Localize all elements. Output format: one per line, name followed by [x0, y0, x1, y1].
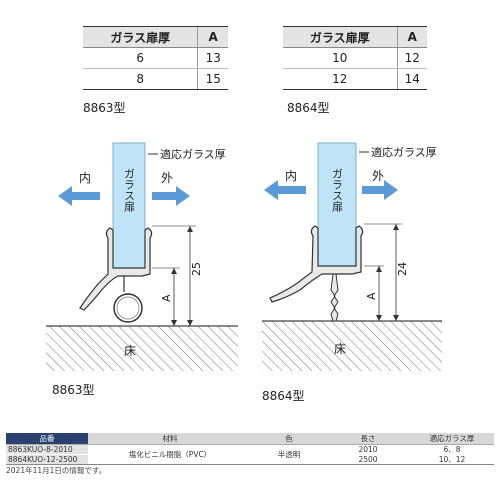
header-length: 長さ — [326, 433, 410, 445]
glass-door — [317, 142, 357, 272]
gasket-profile — [79, 227, 153, 311]
glass-label: ガラス扉 — [331, 168, 344, 213]
arrow-inside — [264, 180, 306, 200]
header-part-number: 品番 — [6, 433, 88, 445]
header-glass-thickness: 適応ガラス厚 — [410, 433, 494, 445]
outside-label: 外 — [372, 169, 384, 183]
gasket-profile — [269, 225, 364, 303]
glass-table-8864: ガラス扉厚 A 10 12 12 14 — [283, 26, 427, 90]
footnote: 2021年11月1日の情報です。 — [6, 466, 107, 475]
floor-hatch — [262, 321, 442, 371]
cell: 12 — [283, 68, 398, 90]
cell: 6 — [83, 47, 198, 69]
arrow-outside — [362, 180, 398, 200]
floor-hatch — [46, 326, 238, 371]
spec-table: 品番 材料 色 長さ 適応ガラス厚 8863KUO-8-2010 塩化ビニル樹脂… — [6, 433, 494, 465]
floor-label: 床 — [334, 342, 346, 356]
header-glass-thickness: ガラス扉厚 — [283, 26, 398, 48]
header-glass-thickness: ガラス扉厚 — [83, 26, 198, 48]
header-color: 色 — [252, 433, 326, 445]
arrow-inside — [58, 186, 100, 206]
arrow-outside — [152, 186, 190, 206]
model-label-8863-top: 8863型 — [83, 101, 126, 115]
dim-total-label: 24 — [396, 262, 409, 276]
glass-thickness: 6、8 — [443, 445, 461, 455]
color: 半透明 — [252, 444, 326, 465]
table-row: 10 12 — [283, 47, 427, 69]
table-row: 8864KUO-12-2500 2500 10、12 — [6, 454, 494, 465]
inside-label: 内 — [285, 169, 297, 183]
glass-door — [112, 142, 146, 274]
cell: 8 — [83, 68, 198, 90]
model-label-8864-top: 8864型 — [287, 101, 330, 115]
glass-thickness: 10、12 — [410, 454, 494, 465]
dim-arrows-a — [376, 266, 382, 321]
header-a: A — [197, 26, 228, 48]
glass-thickness-label: 適応ガラス厚 — [160, 147, 226, 161]
dim-arrows-a — [171, 268, 177, 326]
header-material: 材料 — [88, 433, 252, 445]
cell: 10 — [283, 47, 398, 69]
cell: 15 — [197, 68, 228, 90]
length: 2010 — [358, 445, 378, 455]
part-number: 8863KUO-8-2010 — [6, 444, 88, 455]
diagram-8863: 床 ガラス扉 適応ガラス厚 内 外 25 A — [46, 142, 238, 371]
table-row: 6 13 — [83, 47, 228, 69]
dim-a-label: A — [160, 294, 173, 302]
glass-label: ガラス扉 — [123, 168, 136, 213]
table-row: 12 14 — [283, 68, 427, 90]
part-number: 8864KUO-12-2500 — [6, 454, 88, 465]
cell: 14 — [396, 68, 427, 90]
glass-thickness-label: 適応ガラス厚 — [371, 145, 437, 159]
table-row: 8863KUO-8-2010 塩化ビニル樹脂（PVC） 半透明 2010 6、8 — [6, 444, 494, 465]
dim-a-label: A — [365, 292, 378, 300]
cell: 12 — [396, 47, 427, 69]
table-row: 8 15 — [83, 68, 228, 90]
floor-label: 床 — [124, 344, 136, 358]
diagram-8864: 床 ガラス扉 適応ガラス厚 内 外 24 A — [262, 142, 442, 371]
model-label-8863: 8863型 — [52, 383, 95, 397]
header-a: A — [396, 26, 427, 48]
gasket-bulb — [113, 293, 143, 323]
gasket-diagram: 床 ガラス扉 適応ガラス厚 内 外 25 A 床 ガラス扉 — [46, 142, 442, 371]
outside-label: 外 — [161, 171, 173, 185]
gasket-fin — [330, 273, 339, 322]
model-label-8864: 8864型 — [262, 389, 305, 403]
inside-label: 内 — [79, 171, 91, 185]
material: 塩化ビニル樹脂（PVC） — [88, 444, 252, 465]
gasket-bulb-inner — [116, 296, 140, 320]
cell: 13 — [197, 47, 228, 69]
length: 2500 — [326, 454, 410, 465]
dim-total-label: 25 — [190, 262, 203, 276]
glass-table-8863: ガラス扉厚 A 6 13 8 15 — [83, 26, 228, 90]
